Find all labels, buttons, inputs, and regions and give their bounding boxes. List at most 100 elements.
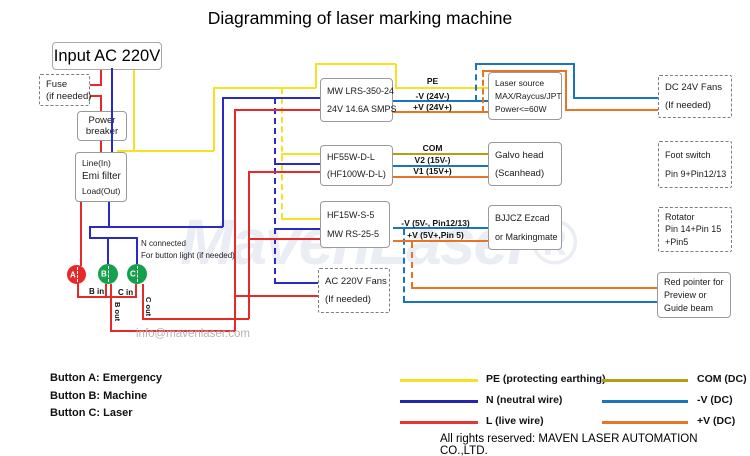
wire-l-segment <box>142 284 144 319</box>
node-input-ac: Input AC 220V <box>52 42 162 70</box>
wire-n-segment <box>89 237 137 239</box>
wire-l-segment <box>234 110 236 331</box>
wire-l-segment <box>88 95 101 97</box>
wire-vpos-segment <box>411 242 413 288</box>
wire-l-segment <box>248 238 320 240</box>
wire-pe-segment <box>281 153 320 155</box>
node-fuse-line1: Fuse <box>46 78 68 90</box>
wire-pe-segment <box>213 88 215 151</box>
node-foot-line1: Foot switch <box>665 149 711 160</box>
node-laser-line2: MAX/Raycus/JPT <box>495 90 562 101</box>
node-smps-24v: MW LRS-350-24 24V 14.6A SMPS <box>320 78 397 122</box>
wire-l-segment <box>248 171 320 173</box>
button-a-letter: A <box>70 269 76 279</box>
node-emi-line1: Line(In) <box>82 157 111 168</box>
wire-com-segment <box>393 153 488 155</box>
wire-vneg-segment <box>403 229 405 302</box>
node-acfans-line1: AC 220V Fans <box>325 275 387 287</box>
wire-n-segment <box>274 282 319 284</box>
node-hf15-line2: MW RS-25-5 <box>327 229 380 240</box>
wire-pe-segment <box>213 87 316 89</box>
wire-vpos-segment <box>393 176 488 178</box>
node-laser-line1: Laser source <box>495 77 545 88</box>
wire-label-5v-neg: -V (5V-, Pin12/13) <box>401 218 470 228</box>
wire-n-segment <box>222 98 224 227</box>
legend-label: N (neutral wire) <box>486 394 563 406</box>
node-rotator-line3: +Pin5 <box>665 236 689 247</box>
wire-l-segment <box>142 318 249 320</box>
legend-label: L (live wire) <box>486 415 544 427</box>
node-hf15-line1: HF15W-S-5 <box>327 209 375 220</box>
wire-vneg-segment <box>393 227 488 229</box>
node-red-pointer: Red pointer for Preview or Guide beam <box>657 272 731 318</box>
wire-l-segment <box>110 330 235 332</box>
wire-n-segment <box>274 163 320 165</box>
button-c-slot <box>137 266 139 282</box>
button-c-laser: C <box>127 264 147 284</box>
button-legend-a: Button A: Emergency <box>50 372 163 384</box>
button-b-letter: B <box>101 269 107 279</box>
wire-vneg-segment <box>573 97 658 99</box>
node-smps24-line2: 24V 14.6A SMPS <box>327 104 397 114</box>
wire-label-v2: V2 (15V-) <box>414 155 451 165</box>
node-hf55w: HF55W-D-L (HF100W-D-L) <box>320 145 393 186</box>
wire-vpos-segment <box>565 70 567 110</box>
wire-n-segment <box>89 226 91 238</box>
wire-l-segment <box>77 296 137 298</box>
node-hf55-line2: (HF100W-D-L) <box>327 168 386 179</box>
wire-vpos-segment <box>393 111 488 113</box>
node-emi-line3: Load(Out) <box>82 186 121 197</box>
legend-label: COM (DC) <box>697 373 747 385</box>
wire-pe-segment <box>281 218 320 220</box>
node-fuse-line2: (if needed) <box>46 90 92 102</box>
button-b-machine: B <box>98 264 118 284</box>
node-foot-line2: Pin 9+Pin12/13 <box>665 169 727 180</box>
wire-vneg-segment <box>475 64 477 101</box>
legend-line-swatch <box>602 421 688 424</box>
node-dcfans-line2: (If needed) <box>665 99 711 111</box>
wire-vpos-segment <box>482 71 484 112</box>
note-button-light: For button light (if needed) <box>141 251 235 260</box>
node-breaker-line2: breaker <box>85 126 119 137</box>
legend-label: PE (protecting earthing) <box>486 373 606 385</box>
wire-l-segment <box>135 284 137 297</box>
wire-l-segment <box>248 172 250 319</box>
legend-label: -V (DC) <box>697 394 733 406</box>
wire-pe-segment <box>395 87 488 89</box>
label-b-out: B out <box>113 302 122 322</box>
node-acfans-line2: (If needed) <box>325 294 371 306</box>
wire-l-segment <box>80 202 82 266</box>
node-rotator-line2: Pin 14+Pin 15 <box>665 224 722 235</box>
wire-n-segment <box>111 68 113 152</box>
wire-n-segment <box>107 237 109 264</box>
node-input-ac-label: Input AC 220V <box>53 46 161 65</box>
node-emi-filter: Line(In) Emi filter Load(Out) <box>75 152 127 202</box>
wire-pe-segment <box>395 64 397 88</box>
button-legend-c: Button C: Laser <box>50 407 133 419</box>
node-rotator-line1: Rotator <box>665 212 695 223</box>
wire-n-segment <box>89 226 223 228</box>
wire-pe-segment <box>315 64 317 88</box>
wire-label-com: COM <box>422 143 443 153</box>
wire-label-pe: PE <box>426 76 439 86</box>
wire-vpos-segment <box>565 109 658 111</box>
diagram-title: Diagramming of laser marking machine <box>207 8 513 28</box>
node-dc-fans: DC 24V Fans (If needed) <box>658 75 732 118</box>
label-b-in: B in <box>89 287 105 296</box>
label-c-out: C out <box>144 297 153 317</box>
wire-l-segment <box>77 283 79 297</box>
legend-line-swatch <box>602 400 688 403</box>
wire-pe-segment <box>117 150 214 152</box>
node-pointer-line3: Guide beam <box>664 302 714 313</box>
node-galvo-line1: Galvo head <box>495 149 544 161</box>
legend-line-swatch <box>602 379 688 382</box>
button-c-letter: C <box>130 269 136 279</box>
wire-n-segment <box>274 228 320 230</box>
wire-n-segment <box>222 97 320 99</box>
wire-pe-segment <box>315 63 396 65</box>
wire-vpos-segment <box>411 287 658 289</box>
node-breaker-line1: Power <box>88 115 116 126</box>
wire-vpos-segment <box>393 240 488 242</box>
node-smps24-line1: MW LRS-350-24 <box>327 86 395 96</box>
